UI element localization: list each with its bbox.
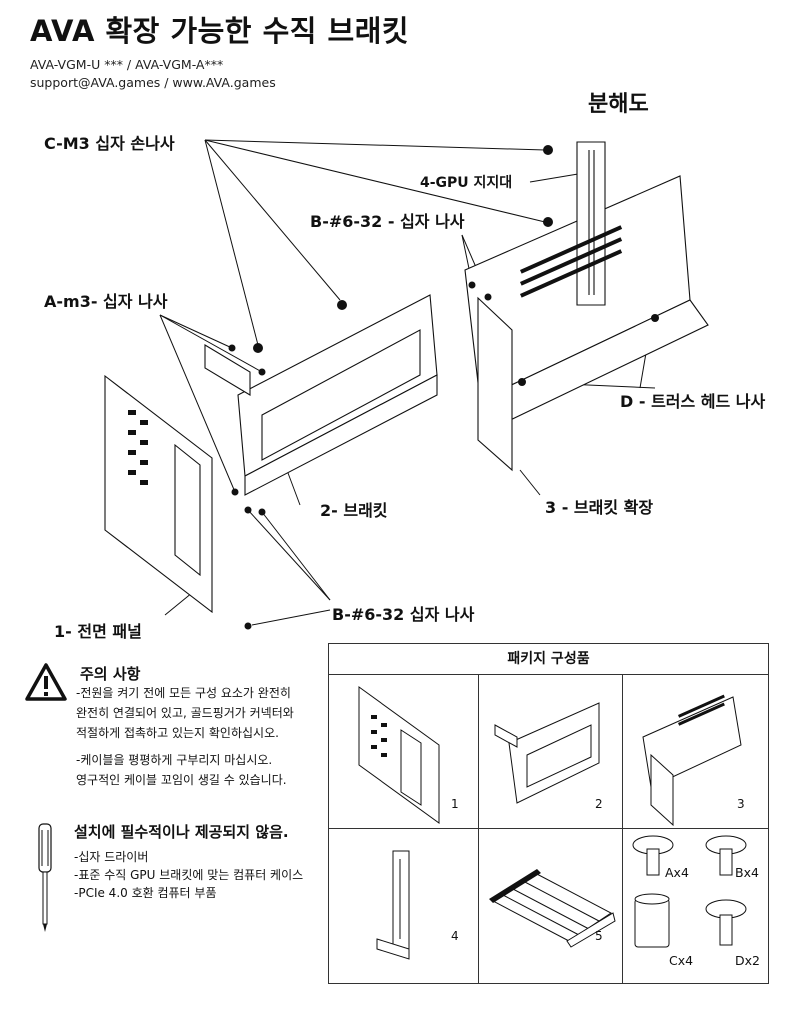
screw-b632-3 xyxy=(244,506,252,514)
caution-line-3: 적절하게 접촉하고 있는지 확인하십시오. xyxy=(76,726,279,740)
package-cell-3: 3 xyxy=(623,675,768,829)
leader-truss-b xyxy=(639,317,653,389)
screw-a-label: Ax4 xyxy=(665,865,689,880)
warning-icon xyxy=(25,663,67,701)
screw-cm3-2 xyxy=(543,217,553,227)
screw-cm3-3 xyxy=(337,300,347,310)
label-bracket-ext: 3 - 브래킷 확장 xyxy=(545,498,654,517)
bracket-ext-plate xyxy=(477,296,513,472)
package-number-3: 3 xyxy=(737,797,745,811)
package-contents-table: 패키지 구성품 1 2 3 4 xyxy=(328,643,769,984)
requirement-item-2: -표준 수직 GPU 브래킷에 맞는 컴퓨터 케이스 xyxy=(74,868,304,882)
leader-front-panel xyxy=(164,587,199,616)
gpu-support-thumb xyxy=(376,850,410,960)
ext-vent-row xyxy=(520,225,623,274)
leader-b632e xyxy=(251,609,331,626)
front-panel-part xyxy=(104,374,213,614)
leader-cm3-d xyxy=(204,139,259,346)
leader-b632-b xyxy=(461,234,489,296)
vent-hole xyxy=(128,410,136,415)
screw-c xyxy=(634,898,670,948)
package-cell-screws: Ax4 Bx4 Cx4 Dx2 xyxy=(623,829,768,983)
label-am3: A-m3- 십자 나사 xyxy=(44,292,168,311)
caution-line-1: -전원을 켜기 전에 모든 구성 요소가 완전히 xyxy=(76,686,291,700)
package-number-5: 5 xyxy=(595,929,603,943)
bracket-flange xyxy=(204,344,251,396)
screw-b-label: Bx4 xyxy=(735,865,759,880)
leader-bracket xyxy=(284,464,301,506)
screw-am3-3 xyxy=(231,488,239,496)
exploded-view-label: 분해도 xyxy=(588,92,649,117)
screw-truss-2 xyxy=(651,314,659,322)
screw-am3-1 xyxy=(228,344,236,352)
leader-b632-a xyxy=(461,234,473,284)
leader-b632c xyxy=(247,509,331,601)
package-number-1: 1 xyxy=(451,797,459,811)
model-numbers: AVA-VGM-U *** / AVA-VGM-A*** xyxy=(30,57,224,72)
package-cell-1: 1 xyxy=(329,675,479,829)
label-truss-screw: D - 트러스 헤드 나사 xyxy=(620,392,766,411)
front-panel-thumb xyxy=(358,686,440,824)
screwdriver-icon xyxy=(38,823,52,932)
bracket-ext-thumb xyxy=(642,694,742,827)
leader-cm3-a xyxy=(204,139,546,151)
package-cell-4: 4 xyxy=(329,829,479,983)
screw-b632-4 xyxy=(258,508,266,516)
requirement-item-1: -십자 드라이버 xyxy=(74,850,149,864)
requirements-title: 설치에 필수적이나 제공되지 않음. xyxy=(74,823,289,841)
bracket-thumb xyxy=(494,702,600,804)
package-number-4: 4 xyxy=(451,929,459,943)
package-cell-2: 2 xyxy=(479,675,623,829)
screws-thumb xyxy=(632,835,747,948)
leader-gpu xyxy=(529,171,591,183)
label-cm3: C-M3 십자 손나사 xyxy=(44,134,175,153)
label-gpu-support: 4-GPU 지지대 xyxy=(420,175,513,191)
screw-b632-1 xyxy=(468,281,476,289)
bracket-part xyxy=(237,294,438,477)
screw-d-label: Dx2 xyxy=(735,953,760,968)
label-front-panel: 1- 전면 패널 xyxy=(54,622,142,641)
screw-truss-1 xyxy=(518,378,526,386)
package-cell-5: 5 xyxy=(479,829,623,983)
screw-c-label: Cx4 xyxy=(669,953,694,968)
page-title: AVA 확장 가능한 수직 브래킷 xyxy=(30,14,410,48)
contact-info: support@AVA.games / www.AVA.games xyxy=(30,75,276,90)
screw-am3-2 xyxy=(258,368,266,376)
leader-am3-b xyxy=(159,314,263,373)
package-number-2: 2 xyxy=(595,797,603,811)
riser-cable-thumb xyxy=(489,869,616,948)
requirement-item-3: -PCIe 4.0 호환 컴퓨터 부품 xyxy=(74,886,217,900)
leader-bracket-ext xyxy=(519,469,541,496)
front-panel-window xyxy=(174,443,201,577)
label-bracket: 2- 브래킷 xyxy=(320,501,388,520)
leader-am3-a xyxy=(159,314,233,349)
label-b632-bottom: B-#6-32 십자 나사 xyxy=(332,605,475,624)
leader-b632d xyxy=(261,511,331,601)
label-b632-top: B-#6-32 - 십자 나사 xyxy=(310,212,465,231)
screw-b632-5 xyxy=(244,622,252,630)
screw-cm3-1 xyxy=(543,145,553,155)
caution-title: 주의 사항 xyxy=(80,665,141,683)
bracket-window xyxy=(261,329,421,461)
leader-am3-c xyxy=(159,314,236,493)
screw-cm3-4 xyxy=(253,343,263,353)
gpu-support-part xyxy=(576,141,606,306)
caution-line-5: 영구적인 케이블 꼬임이 생길 수 있습니다. xyxy=(76,773,287,787)
bracket-ext-part xyxy=(464,175,691,401)
package-contents-title: 패키지 구성품 xyxy=(329,644,768,675)
screw-b632-2 xyxy=(484,293,492,301)
caution-line-2: 완전히 연결되어 있고, 골드핑거가 커넥터와 xyxy=(76,706,294,720)
caution-line-4: -케이블을 평평하게 구부리지 마십시오. xyxy=(76,753,273,767)
